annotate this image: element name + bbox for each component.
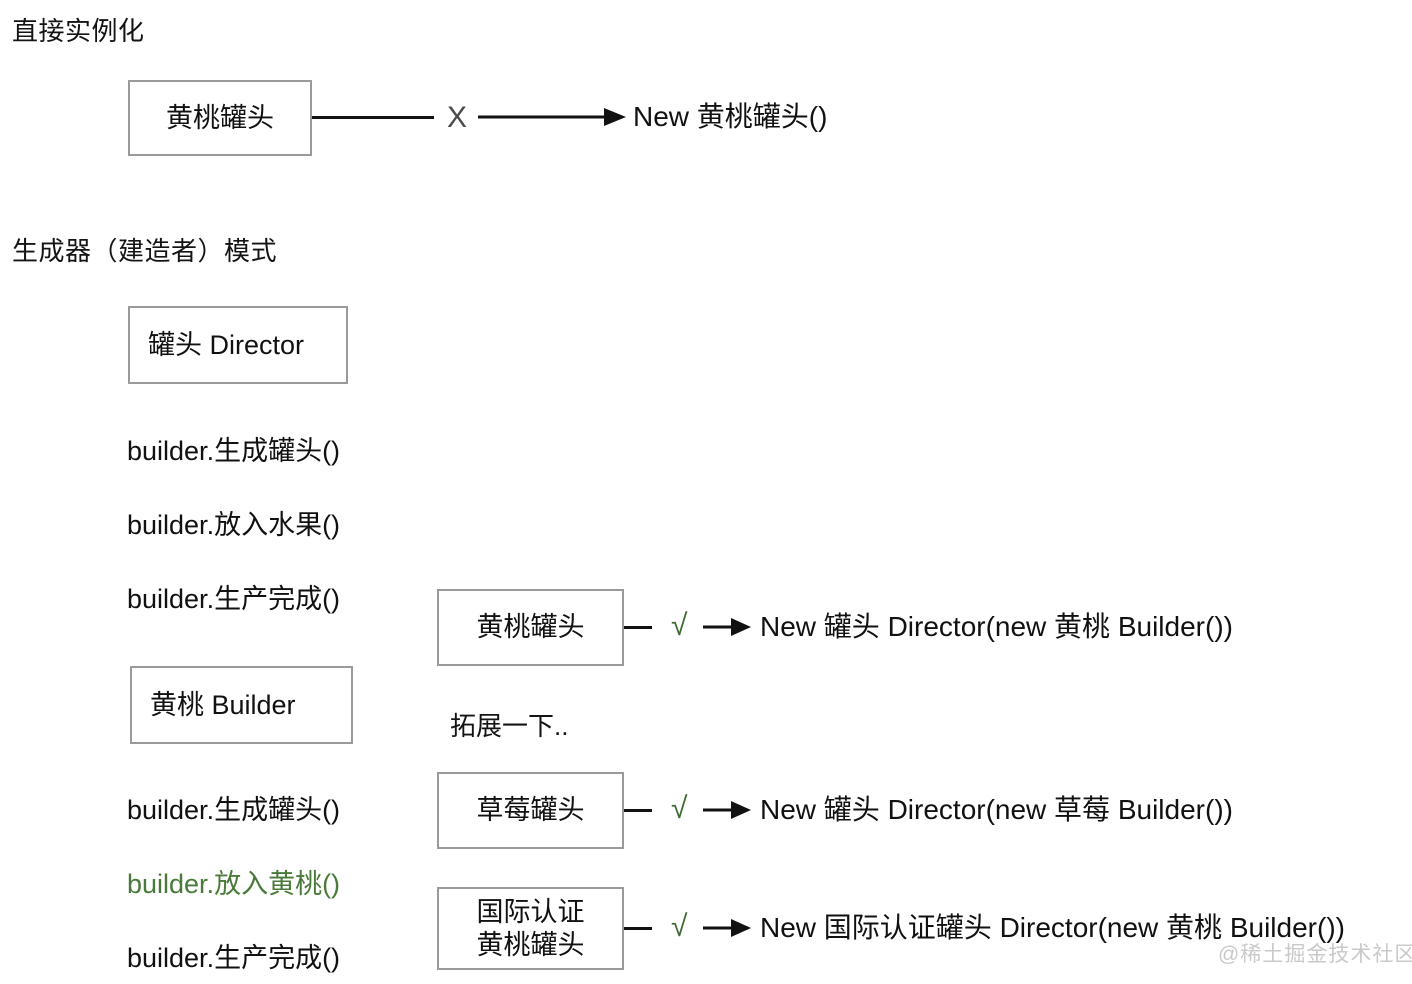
node-label: 黄桃罐头 (476, 612, 585, 643)
check-icon: √ (671, 910, 688, 943)
method-line-builder-0: builder.生成罐头() (127, 795, 341, 825)
node-box-example-0[interactable]: 黄桃罐头 (437, 589, 624, 666)
connector-line-example-1 (624, 809, 652, 812)
cross-icon: X (447, 101, 468, 134)
node-label: 草莓罐头 (476, 795, 585, 826)
method-line-builder-2: builder.生产完成() (127, 943, 341, 973)
connector-line-direct (312, 116, 434, 119)
node-label: 罐头 Director (148, 329, 305, 360)
check-icon: √ (671, 792, 688, 825)
result-text-example-1: New 罐头 Director(new 草莓 Builder()) (760, 794, 1233, 825)
node-label: 国际认证 黄桃罐头 (476, 896, 585, 960)
result-text-example-2: New 国际认证罐头 Director(new 黄桃 Builder()) (760, 912, 1345, 943)
note-expand: 拓展一下.. (450, 711, 569, 741)
node-label: 黄桃 Builder (150, 689, 296, 720)
node-box-director[interactable]: 罐头 Director (128, 306, 348, 384)
method-line-builder-1: builder.放入黄桃() (127, 869, 341, 899)
connector-line-example-2 (624, 927, 652, 930)
node-label: 黄桃罐头 (166, 102, 274, 133)
method-line-director-1: builder.放入水果() (127, 510, 341, 540)
section-title-direct: 直接实例化 (12, 16, 145, 46)
result-text-example-0: New 罐头 Director(new 黄桃 Builder()) (760, 611, 1233, 642)
arrow-example-0 (703, 614, 751, 640)
node-box-example-2[interactable]: 国际认证 黄桃罐头 (437, 887, 624, 970)
section-title-builder: 生成器（建造者）模式 (12, 236, 278, 266)
method-line-director-2: builder.生产完成() (127, 584, 341, 614)
result-text-direct: New 黄桃罐头() (633, 101, 828, 132)
node-box-direct-can[interactable]: 黄桃罐头 (128, 80, 312, 156)
arrow-example-1 (703, 797, 751, 823)
connector-line-example-0 (624, 626, 652, 629)
node-box-concrete-builder[interactable]: 黄桃 Builder (130, 666, 353, 744)
arrow-direct (478, 104, 626, 130)
watermark: @稀土掘金技术社区 (1218, 943, 1412, 966)
arrow-example-2 (703, 915, 751, 941)
node-box-example-1[interactable]: 草莓罐头 (437, 772, 624, 849)
method-line-director-0: builder.生成罐头() (127, 436, 341, 466)
check-icon: √ (671, 609, 688, 642)
